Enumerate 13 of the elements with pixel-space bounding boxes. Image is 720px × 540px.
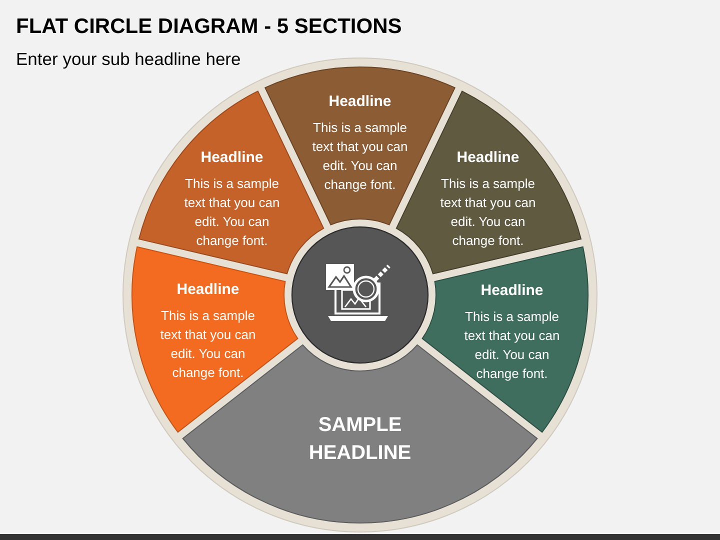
subtitle: Enter your sub headline here	[16, 48, 241, 70]
segment-text: This is a sample text that you can edit. You can change font.	[439, 175, 537, 250]
segment-heading: Headline	[480, 281, 544, 301]
segment-text: This is a sample text that you can edit. You can change font.	[311, 119, 409, 194]
segment-text: This is a sample text that you can edit. You can change font.	[159, 307, 257, 382]
segment-heading: Headline	[456, 148, 520, 168]
segment-heading: Headline	[200, 148, 264, 168]
segment-text: This is a sample text that you can edit. You can change font.	[463, 308, 561, 383]
segment-text: This is a sample text that you can edit. You can change font.	[183, 175, 281, 250]
segment-heading: Headline	[176, 280, 240, 300]
segment-heading: Headline	[328, 92, 392, 112]
title: FLAT CIRCLE DIAGRAM - 5 SECTIONS	[16, 14, 402, 39]
segment-heading: SAMPLE HEADLINE	[308, 413, 412, 466]
